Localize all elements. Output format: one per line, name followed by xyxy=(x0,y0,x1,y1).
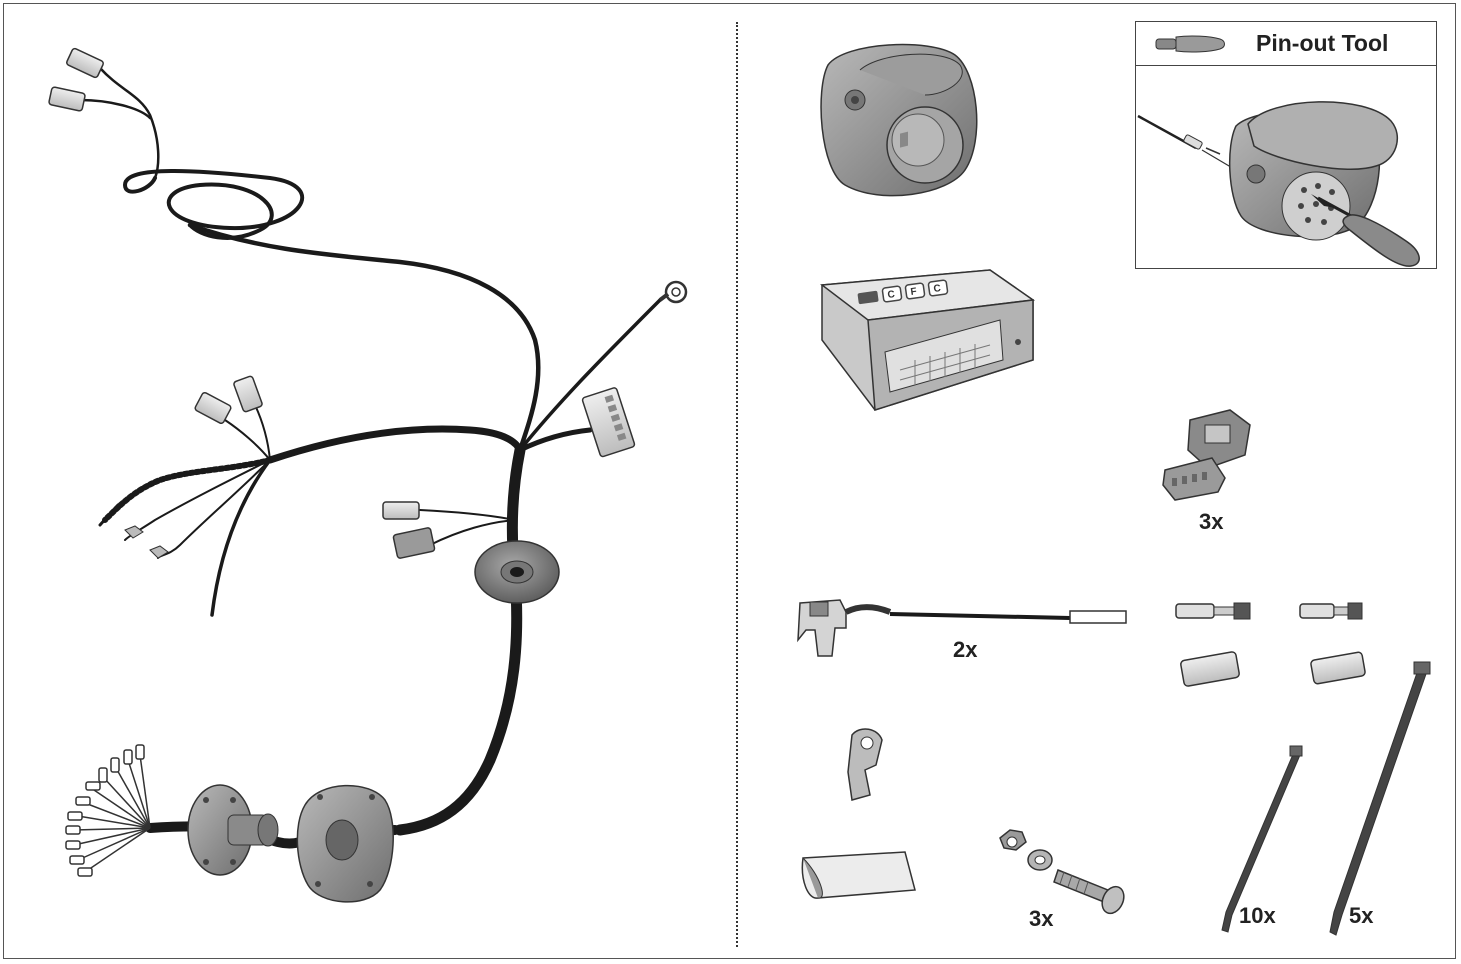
multi-pin-connector xyxy=(581,387,636,458)
cfc-module: C F C xyxy=(820,131,1036,412)
bolt-set xyxy=(999,829,1125,915)
bolt-set-quantity: 3x xyxy=(1029,906,1054,931)
ring-terminal xyxy=(658,280,688,304)
module-brand-c1: C xyxy=(887,289,896,301)
small-cable-tie xyxy=(1221,745,1303,933)
wiring-harness xyxy=(78,66,662,849)
pin-tool-icon xyxy=(1155,35,1225,53)
pin-out-tool-panel: Pin-out Tool xyxy=(1135,21,1437,269)
pin-tool-usage-illustration xyxy=(1137,101,1420,267)
fan-out-pins xyxy=(65,744,151,877)
section-divider xyxy=(736,22,738,947)
large-ties-quantity: 5x xyxy=(1349,903,1374,928)
terminal-covers xyxy=(1180,651,1366,687)
mounting-gasket xyxy=(296,784,394,903)
cable-grommet xyxy=(474,540,560,604)
fuse-lead-quantity: 2x xyxy=(953,637,978,662)
fuse-lead xyxy=(797,599,1127,657)
pin-out-tool-title: Pin-out Tool xyxy=(1256,30,1389,56)
plug-body xyxy=(187,784,279,876)
trailer-socket xyxy=(820,43,978,197)
mid-connectors xyxy=(124,375,263,559)
small-ties-quantity: 10x xyxy=(1239,903,1276,928)
adhesive-pad xyxy=(801,851,916,899)
small-connectors xyxy=(382,501,436,559)
earth-bracket xyxy=(847,728,883,801)
relay-quantity: 3x xyxy=(1199,509,1224,534)
pin-out-tool-header: Pin-out Tool xyxy=(1136,22,1436,66)
module-brand-f: F xyxy=(910,286,918,298)
large-cable-tie xyxy=(1329,661,1431,936)
diagram-frame xyxy=(3,3,1456,959)
spade-terminals xyxy=(1175,602,1363,620)
relay-holder xyxy=(1162,409,1251,501)
module-brand-c2: C xyxy=(933,283,942,295)
top-connectors xyxy=(48,47,104,112)
